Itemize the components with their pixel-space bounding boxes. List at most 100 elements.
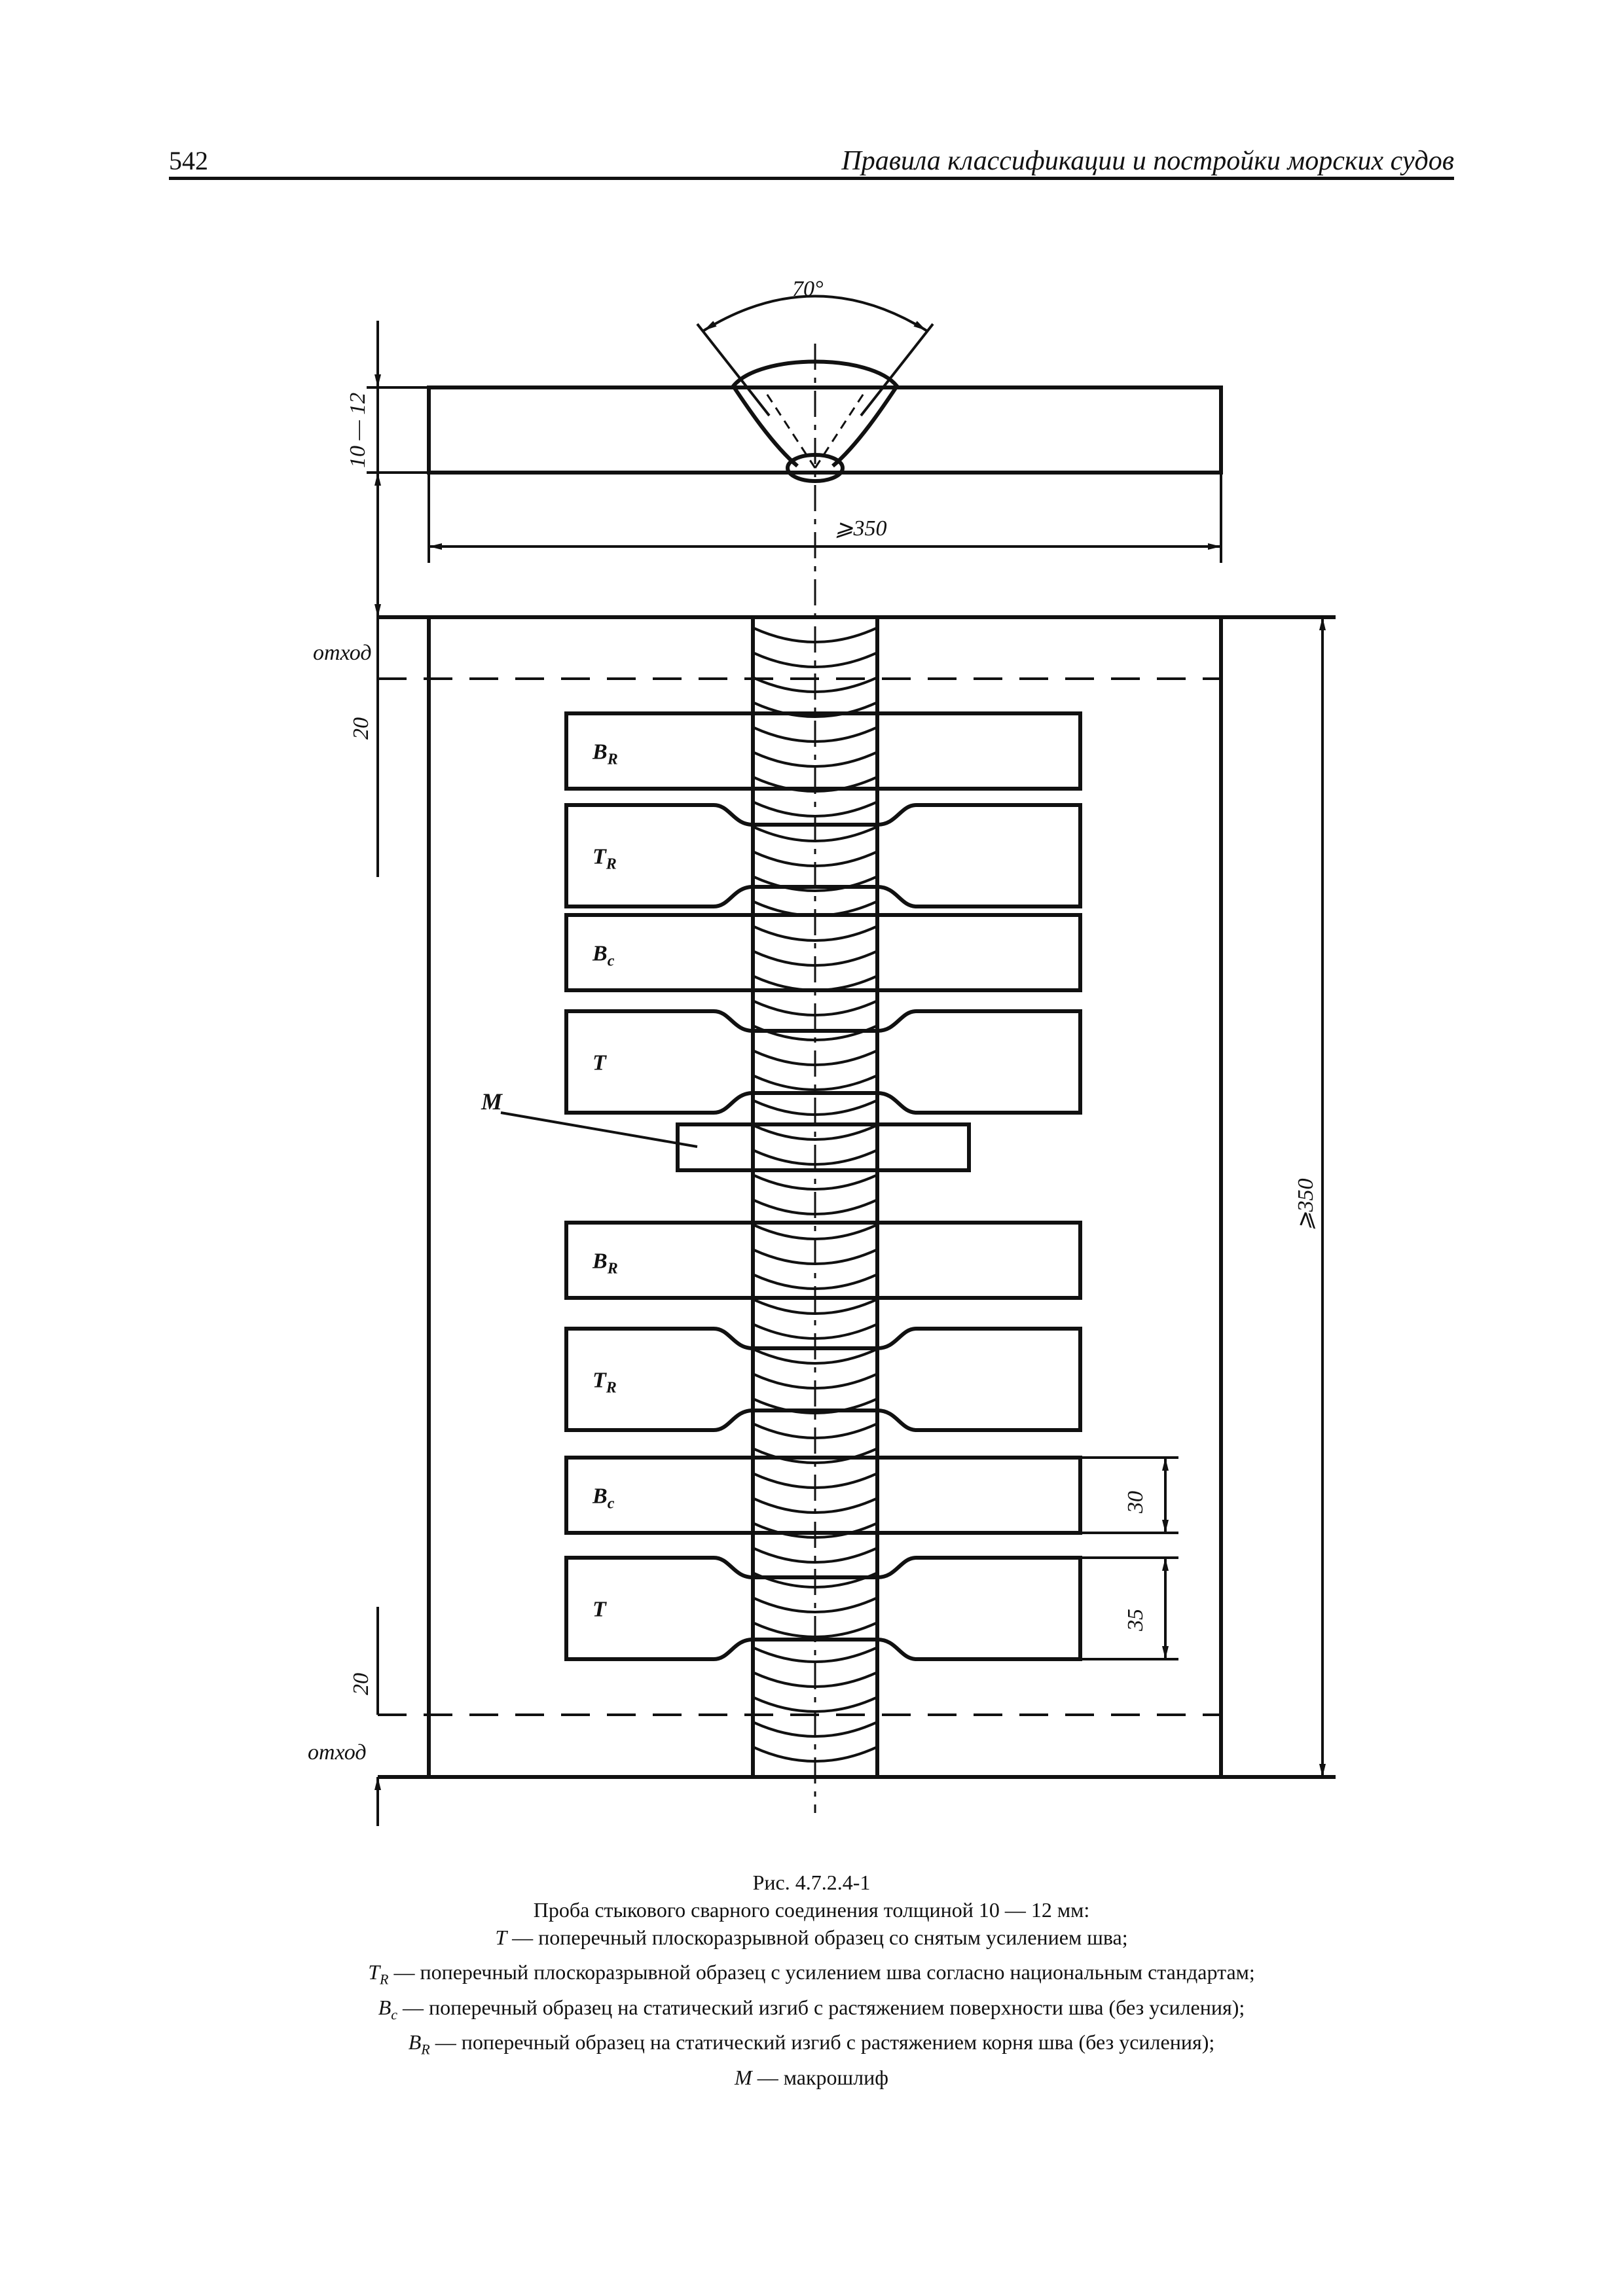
specimen-label-sub: R xyxy=(606,1380,617,1397)
tensile-specimen xyxy=(564,803,1082,908)
weld-ripple xyxy=(754,1199,877,1215)
weld-ripple xyxy=(754,702,877,718)
bend-specimen xyxy=(564,1456,1082,1535)
weld-ripple xyxy=(754,1423,877,1439)
legend-item: M — макрошлиф xyxy=(0,2064,1623,2098)
legend-text: — поперечный плоскоразрывной образец со … xyxy=(507,1926,1128,1949)
figure-number: Рис. 4.7.2.4-1 xyxy=(752,1871,871,1894)
legend-symbol: T xyxy=(495,1926,507,1949)
angle-ext-left xyxy=(696,323,771,417)
weld-ripple xyxy=(754,1274,877,1290)
spec-gap-label: 35 xyxy=(1123,1609,1148,1632)
weld-ripple xyxy=(754,1547,877,1564)
figure-caption: Рис. 4.7.2.4-1 Проба стыкового сварного … xyxy=(0,1869,1623,2098)
weld-ripple xyxy=(754,1522,877,1539)
legend-symbol: M xyxy=(735,2065,752,2089)
running-title: Правила классификации и постройки морски… xyxy=(841,146,1454,176)
legend-text: — поперечный плоскоразрывной образец с у… xyxy=(388,1960,1255,1984)
weld-strip xyxy=(751,615,879,1779)
margin-label-bottom: 20 xyxy=(349,1673,373,1695)
specimen-label: BR xyxy=(592,1249,618,1278)
macro-specimen xyxy=(676,1122,971,1172)
macro-label: M xyxy=(481,1088,503,1115)
specimen-label-main: B xyxy=(592,740,608,764)
weld-ripple xyxy=(754,627,877,643)
weld-ripple xyxy=(754,1622,877,1638)
weld-ripple xyxy=(754,1448,877,1464)
width-label: ⩾350 xyxy=(835,516,887,541)
weld-ripple xyxy=(754,1647,877,1663)
specimen-label-main: T xyxy=(593,1598,607,1622)
specimen-label-sub: R xyxy=(606,856,617,873)
specimen-label: TR xyxy=(593,845,617,873)
weld-ripple xyxy=(754,1249,877,1265)
weld-ripple xyxy=(754,1050,877,1066)
legend-item: Bc — поперечный образец на статический и… xyxy=(0,1994,1623,2028)
legend-text: — поперечный образец на статический изги… xyxy=(397,1995,1245,2019)
specimen-label-main: B xyxy=(592,942,608,966)
weld-ripples xyxy=(754,627,877,1763)
specimen-label-main: B xyxy=(592,1484,608,1509)
weld-ripple xyxy=(754,1746,877,1763)
weld-ripple xyxy=(754,876,877,892)
figure-title: Проба стыкового сварного соединения толщ… xyxy=(533,1898,1090,1922)
weld-ripple xyxy=(754,1672,877,1688)
specimen-label-sub: R xyxy=(607,1261,618,1278)
legend-list: T — поперечный плоскоразрывной образец с… xyxy=(0,1924,1623,2098)
legend-symbol-sub: R xyxy=(421,2041,430,2058)
specimen-label-main: T xyxy=(593,845,607,869)
specimen-label-main: T xyxy=(593,1369,607,1393)
legend-text: — поперечный образец на статический изги… xyxy=(429,2030,1215,2054)
weld-ripple xyxy=(754,1075,877,1091)
tensile-specimen xyxy=(564,1327,1082,1432)
weld-ripple xyxy=(754,801,877,817)
length-label: ⩾350 xyxy=(1294,1179,1318,1231)
specimen-label: T xyxy=(593,1598,607,1622)
legend-symbol: T xyxy=(368,1960,380,1984)
weld-ripple xyxy=(754,1597,877,1613)
legend-item: BR — поперечный образец на статический и… xyxy=(0,2028,1623,2063)
weld-ripple xyxy=(754,950,877,967)
thickness-label: 10 — 12 xyxy=(346,393,370,468)
weld-ripple xyxy=(754,652,877,668)
spec-width-label: 30 xyxy=(1123,1491,1148,1514)
specimen-label: T xyxy=(593,1051,607,1075)
weld-ripple xyxy=(754,1498,877,1514)
tensile-specimen xyxy=(564,1009,1082,1115)
specimen-label: Bc xyxy=(592,942,615,970)
weld-ripple xyxy=(754,1348,877,1365)
legend-symbol: B xyxy=(408,2030,422,2054)
legend-symbol: B xyxy=(378,1995,392,2019)
weld-ripple xyxy=(754,677,877,693)
tensile-specimen xyxy=(564,1556,1082,1661)
weld-ripple xyxy=(754,1696,877,1713)
specimen-label: BR xyxy=(592,740,618,768)
bend-specimen xyxy=(564,913,1082,992)
discard-label-bottom: отход xyxy=(308,1740,367,1765)
legend-text: — макрошлиф xyxy=(752,2065,888,2089)
discard-label-top: отход xyxy=(313,641,372,665)
specimen-label-main: T xyxy=(593,1051,607,1075)
angle-label: 70° xyxy=(792,277,824,301)
specimen-label-sub: c xyxy=(608,1496,615,1513)
weld-ripple xyxy=(754,1174,877,1191)
legend-symbol-sub: R xyxy=(380,1971,389,1988)
weld-ripple xyxy=(754,1721,877,1738)
weld-ripple xyxy=(754,1398,877,1414)
bend-specimen xyxy=(564,1221,1082,1300)
weld-ripple xyxy=(754,726,877,743)
specimen-label: Bc xyxy=(592,1484,615,1513)
weld-ripple xyxy=(754,826,877,842)
bend-specimen xyxy=(564,711,1082,791)
weld-ripple xyxy=(754,925,877,942)
weld-ripple xyxy=(754,776,877,793)
weld-ripple xyxy=(754,1299,877,1315)
weld-ripple xyxy=(754,1124,877,1141)
weld-ripple xyxy=(754,1100,877,1116)
angle-arc xyxy=(702,295,928,332)
header-rule xyxy=(169,177,1454,180)
weld-ripple xyxy=(754,1224,877,1240)
